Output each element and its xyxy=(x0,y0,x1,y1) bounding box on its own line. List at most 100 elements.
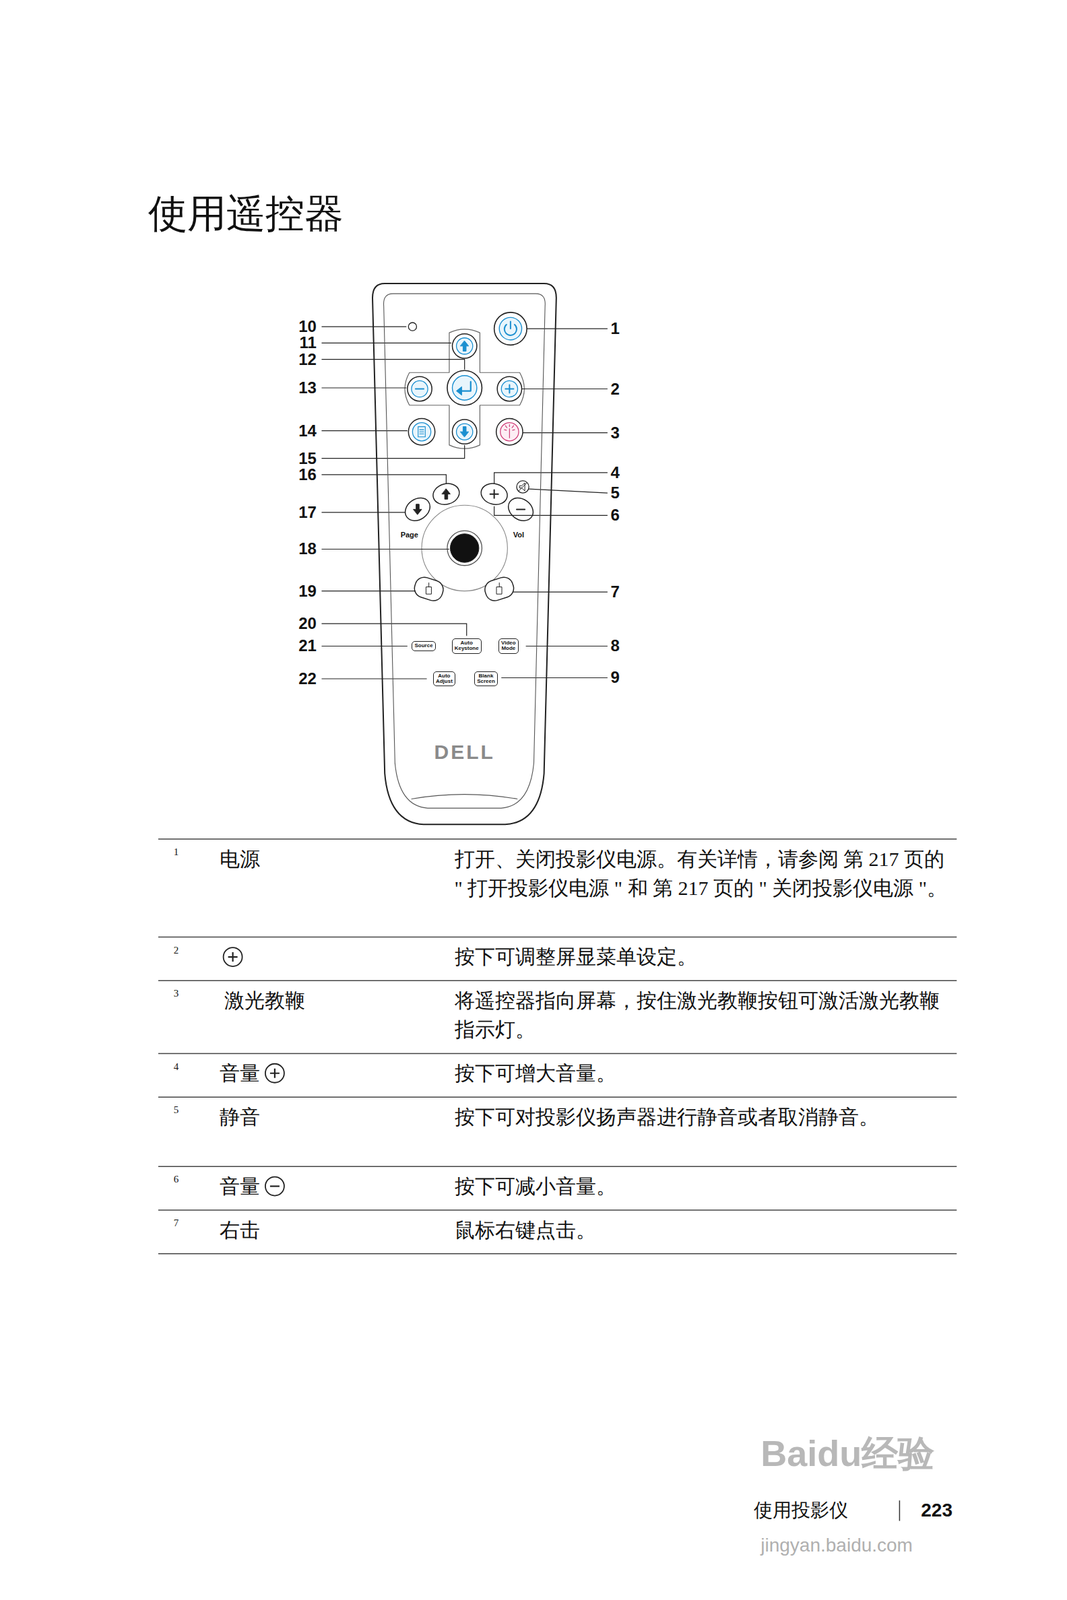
table-rules xyxy=(158,839,957,1255)
button-icon-symbol xyxy=(228,952,238,962)
plus-symbol xyxy=(505,384,514,393)
leader-line xyxy=(321,359,465,370)
row-name: 静音 xyxy=(219,1102,261,1133)
leader-line xyxy=(321,623,467,636)
page-down-arrow xyxy=(413,504,422,515)
button-label: Video Mode xyxy=(501,640,516,653)
leader-line xyxy=(321,474,446,485)
row-number: 5 xyxy=(173,1105,180,1116)
enter-button xyxy=(447,370,483,406)
callout-number: 22 xyxy=(298,670,317,688)
callout-number: 12 xyxy=(298,351,317,368)
table-rule xyxy=(158,1096,957,1098)
laser-symbol xyxy=(504,425,515,439)
button-icon xyxy=(223,947,243,967)
button-label: Source xyxy=(414,643,433,649)
callout-number: 5 xyxy=(610,485,620,502)
row-number: 6 xyxy=(173,1174,180,1185)
table-rule xyxy=(158,936,957,939)
menu-symbol xyxy=(418,427,426,438)
leader-line xyxy=(321,430,407,432)
row-description: 鼠标右键点击。 xyxy=(454,1215,952,1246)
volume-down-button xyxy=(503,493,538,526)
row-description: 按下可对投影仪扬声器进行静音或者取消静音。 xyxy=(454,1102,952,1133)
mouse-stick-ring xyxy=(447,530,483,566)
callout-number: 7 xyxy=(610,584,620,601)
led-indicator xyxy=(408,322,417,331)
button-icon-symbol xyxy=(270,1069,280,1079)
button-icon xyxy=(265,1177,285,1197)
leader-line xyxy=(321,511,405,513)
row-description: 将遥控器指向屏幕，按住激光教鞭按钮可激活激光教鞭指示灯。 xyxy=(454,986,952,1045)
page-number: 223 xyxy=(920,1501,953,1521)
table-rule xyxy=(158,838,957,840)
power-button-face xyxy=(499,317,522,340)
leader-line xyxy=(321,342,452,344)
mouse-stick xyxy=(449,534,479,563)
page-title: 使用遥控器 xyxy=(148,189,344,238)
power-symbol xyxy=(509,321,512,329)
button-icon-symbol xyxy=(270,1185,280,1187)
leader-line xyxy=(494,472,608,485)
callout-number: 8 xyxy=(610,637,620,655)
left-click-button xyxy=(412,575,446,604)
leader-line xyxy=(321,445,465,459)
remote-button: Auto Keystone xyxy=(451,638,482,655)
callout-number: 17 xyxy=(298,504,317,521)
callout-number: 6 xyxy=(610,507,620,524)
row-description: 打开、关闭投影仪电源。有关详情，请参阅 第 217 页的 " 打开投影仪电源 "… xyxy=(454,844,952,904)
mouse-click-symbol xyxy=(496,583,502,595)
laser-button-face xyxy=(500,423,519,442)
dpad-surround xyxy=(404,329,525,449)
minus-symbol xyxy=(415,388,424,391)
row-number: 7 xyxy=(173,1218,180,1229)
plus-button-face xyxy=(501,380,518,397)
table-rule xyxy=(158,1253,957,1255)
menu-button xyxy=(408,418,435,445)
callout-number: 2 xyxy=(610,381,620,398)
remote-body: Source Auto Keystone Video ModeAuto Adjust… xyxy=(372,283,557,825)
leader-line xyxy=(512,592,608,593)
enter-arrow xyxy=(460,381,471,392)
page-up-button xyxy=(430,480,462,508)
mute-symbol xyxy=(518,482,527,492)
watermark: Baidu经验 xyxy=(760,1435,935,1472)
callout-number: 9 xyxy=(610,669,620,686)
row-name: 音量 xyxy=(219,1058,261,1089)
leader-line xyxy=(526,645,608,647)
menu-button-face xyxy=(412,423,431,442)
callout-number: 15 xyxy=(298,450,317,467)
volume-minus-symbol xyxy=(516,508,525,510)
row-description: 按下可减小音量。 xyxy=(454,1172,952,1202)
row-description: 按下可增大音量。 xyxy=(454,1058,952,1089)
row-name: 电源 xyxy=(219,844,261,875)
button-label: Auto Adjust xyxy=(435,673,453,686)
remote-inner-edge xyxy=(383,294,546,810)
down-button-face xyxy=(456,423,473,440)
row-number: 2 xyxy=(173,945,180,956)
table-rule xyxy=(158,1166,957,1168)
row-description: 按下可调整屏显菜单设定。 xyxy=(454,942,952,973)
plus-button xyxy=(497,376,522,401)
down-button xyxy=(451,419,477,444)
laser-button xyxy=(496,418,523,445)
page-up-arrow xyxy=(441,489,450,500)
button-label: Blank Screen xyxy=(476,673,496,686)
row-number: 4 xyxy=(173,1062,180,1073)
callout-number: 19 xyxy=(298,583,317,600)
enter-arrow-head xyxy=(456,386,463,395)
up-arrow xyxy=(460,340,469,351)
watermark-url: jingyan.baidu.com xyxy=(760,1536,913,1556)
callout-number: 1 xyxy=(610,320,620,337)
remote-bottom-seam xyxy=(411,794,519,800)
remote-print: Page xyxy=(400,530,419,539)
footer-section: 使用投影仪 xyxy=(753,1501,849,1521)
right-click-button xyxy=(482,575,516,604)
button-icon xyxy=(265,1064,285,1084)
leader-line xyxy=(321,590,415,592)
callout-number: 10 xyxy=(298,318,317,335)
table-rule xyxy=(158,980,957,982)
leader-line xyxy=(321,678,427,679)
callout-number: 18 xyxy=(298,540,317,558)
